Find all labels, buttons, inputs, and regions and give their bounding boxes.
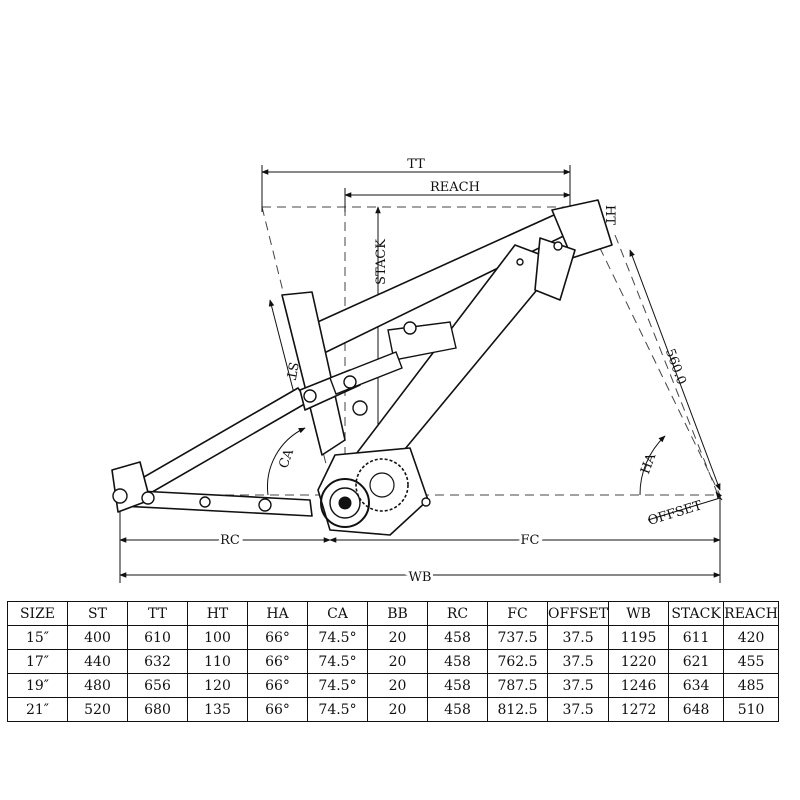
table-cell: 37.5 — [546, 673, 610, 698]
table-cell: 480 — [67, 673, 128, 698]
label-rc: RC — [220, 533, 240, 548]
table-header-cell: ST — [67, 601, 128, 626]
table-cell: 19″ — [7, 673, 68, 698]
table-cell: 1220 — [608, 649, 670, 674]
label-fork-length: 560.0 — [662, 347, 689, 387]
table-cell: 420 — [723, 625, 780, 650]
table-cell: 21″ — [7, 697, 68, 722]
table-header-cell: WB — [608, 601, 670, 626]
table-cell: 110 — [187, 649, 248, 674]
table-cell: 20 — [367, 649, 428, 674]
head-tube — [551, 199, 613, 259]
table-cell: 400 — [67, 625, 128, 650]
table-row: 17″ 440 632 110 66° 74.5° 20 458 762.5 3… — [7, 649, 780, 674]
table-cell: 762.5 — [487, 649, 548, 674]
table-header-cell: STACK — [668, 601, 725, 626]
table-cell: 135 — [187, 697, 248, 722]
table-cell: 458 — [427, 673, 488, 698]
table-cell: 15″ — [7, 625, 68, 650]
table-header-row: SIZE ST TT HT HA CA BB RC FC OFFSET WB S… — [7, 601, 780, 626]
table-cell: 20 — [367, 625, 428, 650]
dimension-labels: TT REACH STACK HT 560.0 ST CA HA OFFSET … — [217, 157, 704, 588]
table-cell: 20 — [367, 673, 428, 698]
label-offset: OFFSET — [646, 498, 704, 529]
table-cell: 74.5° — [307, 649, 368, 674]
table-cell: 510 — [723, 697, 780, 722]
table-header-cell: REACH — [723, 601, 780, 626]
pivots — [112, 241, 563, 512]
table-row: 21″ 520 680 135 66° 74.5° 20 458 812.5 3… — [7, 697, 780, 722]
table-cell: 74.5° — [307, 697, 368, 722]
label-fc: FC — [521, 533, 540, 548]
table-cell: 610 — [127, 625, 188, 650]
table-header-cell: TT — [127, 601, 188, 626]
label-st: ST — [282, 361, 300, 381]
table-cell: 74.5° — [307, 625, 368, 650]
table-cell: 458 — [427, 697, 488, 722]
table-cell: 66° — [247, 649, 308, 674]
table-row: 15″ 400 610 100 66° 74.5° 20 458 737.5 3… — [7, 625, 780, 650]
table-cell: 680 — [127, 697, 188, 722]
table-cell: 1272 — [608, 697, 670, 722]
table-header-cell: SIZE — [7, 601, 68, 626]
table-cell: 66° — [247, 673, 308, 698]
table-cell: 66° — [247, 697, 308, 722]
motor-housing — [317, 447, 429, 536]
table-cell: 648 — [668, 697, 725, 722]
label-reach: REACH — [430, 180, 480, 195]
table-header-cell: HA — [247, 601, 308, 626]
table-cell: 74.5° — [307, 673, 368, 698]
table-cell: 737.5 — [487, 625, 548, 650]
table-cell: 485 — [723, 673, 780, 698]
table-cell: 37.5 — [546, 697, 610, 722]
table-header-cell: HT — [187, 601, 248, 626]
rear-shock — [329, 321, 457, 395]
label-stack: STACK — [374, 239, 389, 285]
table-cell: 634 — [668, 673, 725, 698]
table-cell: 20 — [367, 697, 428, 722]
table-cell: 37.5 — [546, 649, 610, 674]
label-tt: TT — [407, 157, 425, 172]
table-cell: 520 — [67, 697, 128, 722]
table-cell: 611 — [668, 625, 725, 650]
table-cell: 120 — [187, 673, 248, 698]
label-wb: WB — [409, 570, 432, 585]
table-header-cell: OFFSET — [546, 601, 610, 626]
label-ca: CA — [276, 447, 297, 471]
table-cell: 621 — [668, 649, 725, 674]
motor-detail — [320, 458, 409, 528]
table-cell: 787.5 — [487, 673, 548, 698]
table-cell: 458 — [427, 625, 488, 650]
table-cell: 656 — [127, 673, 188, 698]
table-cell: 1195 — [608, 625, 670, 650]
table-cell: 458 — [427, 649, 488, 674]
geometry-table: SIZE ST TT HT HA CA BB RC FC OFFSET WB S… — [7, 601, 780, 722]
table-cell: 17″ — [7, 649, 68, 674]
table-cell: 100 — [187, 625, 248, 650]
table-cell: 37.5 — [546, 625, 610, 650]
table-header-cell: CA — [307, 601, 368, 626]
table-header-cell: FC — [487, 601, 548, 626]
table-cell: 455 — [723, 649, 780, 674]
table-cell: 66° — [247, 625, 308, 650]
table-header-cell: RC — [427, 601, 488, 626]
table-row: 19″ 480 656 120 66° 74.5° 20 458 787.5 3… — [7, 673, 780, 698]
table-cell: 1246 — [608, 673, 670, 698]
table-header-cell: BB — [367, 601, 428, 626]
frame-geometry-drawing: TT REACH STACK HT 560.0 ST CA HA OFFSET … — [111, 157, 723, 588]
label-ht: HT — [602, 205, 617, 225]
table-cell: 632 — [127, 649, 188, 674]
table-cell: 812.5 — [487, 697, 548, 722]
table-cell: 440 — [67, 649, 128, 674]
label-ha: HA — [638, 451, 659, 476]
